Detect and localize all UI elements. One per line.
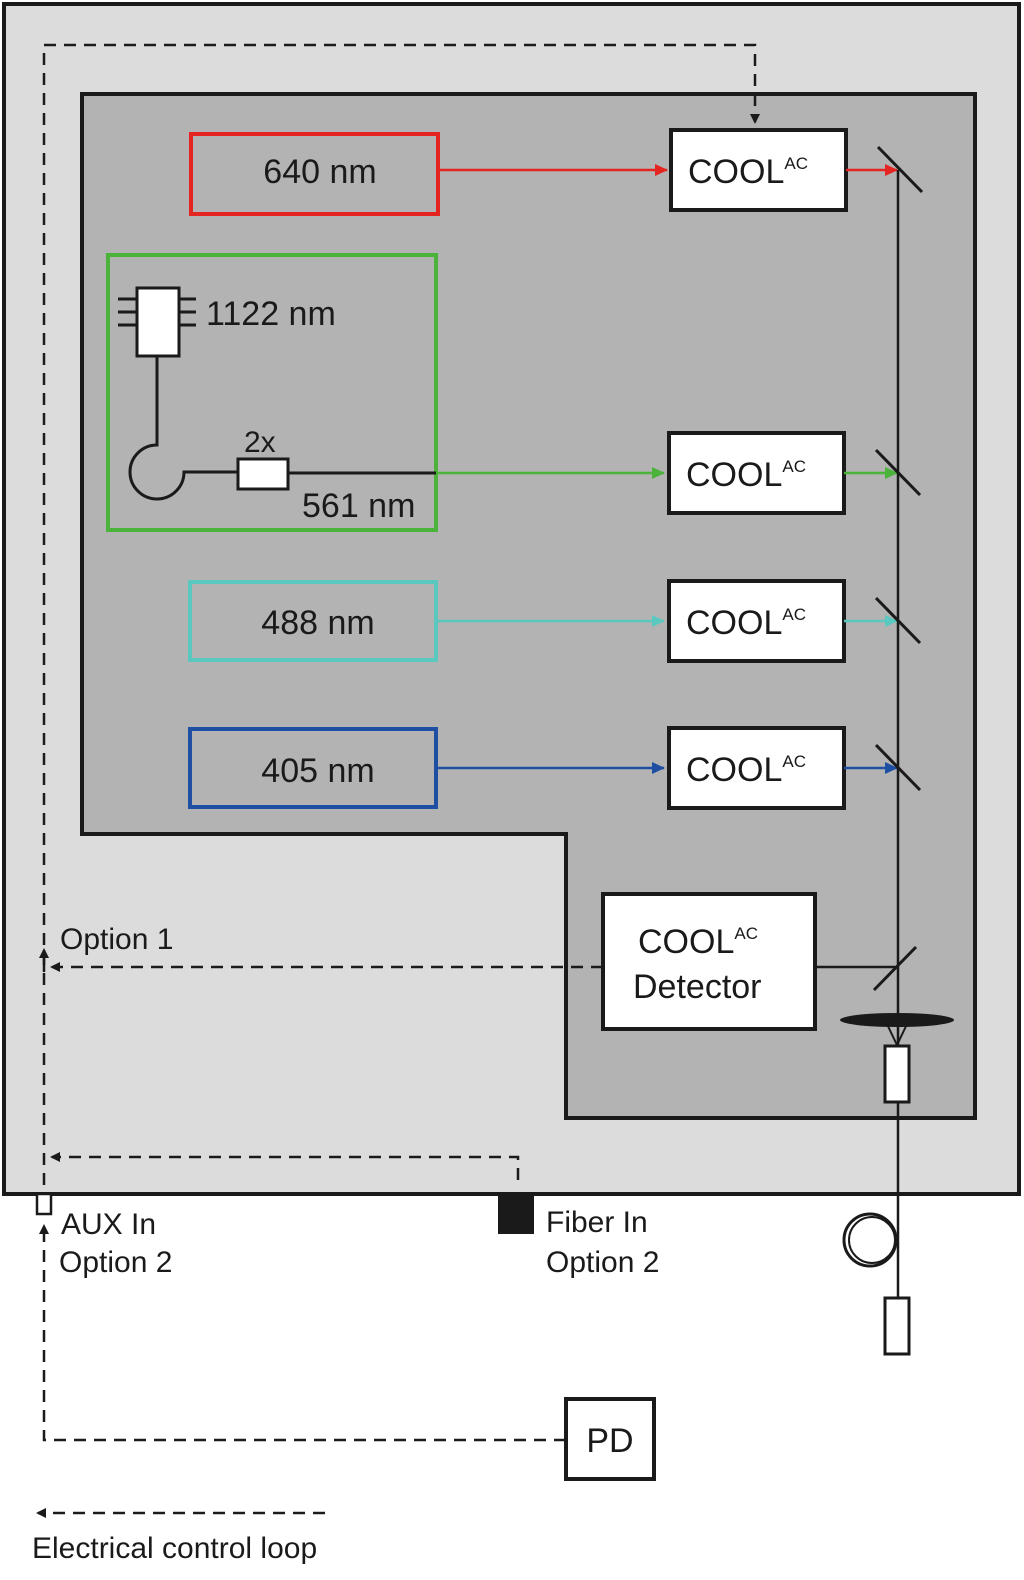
detector-label-line2: Detector <box>633 968 762 1006</box>
laser-640-label: 640 nm <box>263 153 376 191</box>
coupling-lens <box>840 1013 954 1027</box>
chip-icon <box>118 286 196 358</box>
laser-1122-label: 1122 nm <box>206 295 336 333</box>
modulator-640-sup: AC <box>784 154 808 173</box>
doubler-label: 2x <box>244 426 276 459</box>
fiber-connector-outer <box>883 1296 911 1356</box>
mirror-detector <box>872 945 918 992</box>
modulator-561-label: COOL <box>686 456 782 494</box>
laser-405-label: 405 nm <box>261 752 374 790</box>
doubler-crystal <box>236 457 290 491</box>
svg-text:COOLAC: COOLAC <box>686 751 806 789</box>
laser-640-box <box>189 132 440 216</box>
modulator-405-label: COOL <box>686 751 782 789</box>
detector-label: COOL <box>638 923 734 961</box>
svg-text:COOLAC: COOLAC <box>686 456 806 494</box>
modulator-405: COOLAC <box>667 726 846 810</box>
pd-label: PD <box>586 1422 633 1460</box>
modulator-640-label: COOL <box>688 153 784 191</box>
aux-in-connector <box>35 1192 53 1216</box>
fiber-connector-inner <box>883 1044 911 1104</box>
modulator-561: COOLAC <box>667 431 846 515</box>
svg-text:COOLAC: COOLAC <box>638 923 758 961</box>
modulator-640: COOLAC <box>669 128 848 212</box>
fiber-in-loop <box>50 1152 520 1180</box>
svg-text:COOLAC: COOLAC <box>688 153 808 191</box>
mirror-640 <box>876 145 924 194</box>
option1-label: Option 1 <box>60 923 173 956</box>
aux-option-label: Option 2 <box>59 1246 172 1279</box>
fiber-option-label: Option 2 <box>546 1246 659 1279</box>
modulator-405-sup: AC <box>782 752 806 771</box>
modulator-561-sup: AC <box>782 457 806 476</box>
laser-488-label: 488 nm <box>261 604 374 642</box>
legend-label: Electrical control loop <box>32 1532 317 1565</box>
pd-box <box>564 1397 656 1481</box>
pd-loop <box>39 1224 566 1442</box>
fiber-in-connector <box>498 1194 534 1234</box>
detector-box: COOLAC Detector <box>601 892 817 1031</box>
output-fiber-coil-icon <box>842 1212 898 1268</box>
fiber-in-label: Fiber In <box>546 1206 648 1239</box>
svg-text:COOLAC: COOLAC <box>686 604 806 642</box>
fiber-coil-icon <box>128 356 238 501</box>
modulator-488-sup: AC <box>782 605 806 624</box>
laser-405-box <box>188 727 438 809</box>
laser-561-label: 561 nm <box>302 487 415 525</box>
detector-sup: AC <box>734 924 758 943</box>
aux-in-label: AUX In <box>61 1208 156 1241</box>
modulator-488-label: COOL <box>686 604 782 642</box>
control-loop-top <box>42 43 760 1185</box>
modulator-488: COOLAC <box>667 579 846 663</box>
